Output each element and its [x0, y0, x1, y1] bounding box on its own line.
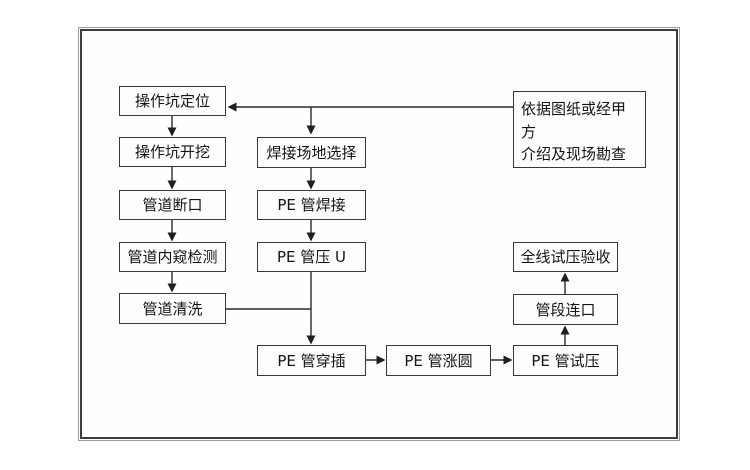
node-pipe-section-connection: 管段连口 [513, 294, 618, 325]
node-operation-pit-positioning: 操作坑定位 [119, 86, 226, 116]
node-pe-pipe-u-pressing: PE 管压 U [257, 242, 366, 272]
node-label: 管道断口 [142, 196, 203, 214]
node-label: 操作坑开挖 [134, 143, 210, 161]
node-pe-pipe-rounding: PE 管涨圆 [386, 345, 491, 376]
node-pe-pipe-welding: PE 管焊接 [257, 190, 366, 220]
node-pe-pipe-insertion: PE 管穿插 [257, 345, 366, 376]
node-label: 管段连口 [535, 300, 596, 319]
node-label-line1: 依据图纸或经甲方 [521, 100, 627, 141]
node-label: 焊接场地选择 [266, 143, 357, 162]
node-full-line-pressure-acceptance: 全线试压验收 [513, 242, 618, 272]
node-label: PE 管涨圆 [404, 351, 473, 370]
node-pipe-cleaning: 管道清洗 [119, 293, 226, 324]
node-label: 操作坑定位 [134, 92, 210, 110]
node-label: PE 管穿插 [277, 351, 346, 370]
node-welding-site-selection: 焊接场地选择 [257, 137, 366, 168]
node-label: PE 管压 U [276, 248, 347, 266]
node-label: 管道内窥检测 [127, 248, 218, 266]
node-operation-pit-excavation: 操作坑开挖 [119, 137, 226, 167]
node-pipe-endoscopic-inspection: 管道内窥检测 [119, 242, 226, 272]
node-label-line2: 介绍及现场勘查 [521, 145, 627, 163]
node-label: 全线试压验收 [520, 248, 611, 266]
node-label: PE 管焊接 [277, 196, 346, 214]
node-label: PE 管试压 [531, 351, 600, 370]
node-pe-pipe-pressure-test: PE 管试压 [513, 345, 618, 376]
node-label: 管道清洗 [142, 299, 203, 318]
node-pipe-cut: 管道断口 [119, 190, 226, 220]
node-basis-drawings-site-survey: 依据图纸或经甲方 介绍及现场勘查 [513, 91, 646, 168]
